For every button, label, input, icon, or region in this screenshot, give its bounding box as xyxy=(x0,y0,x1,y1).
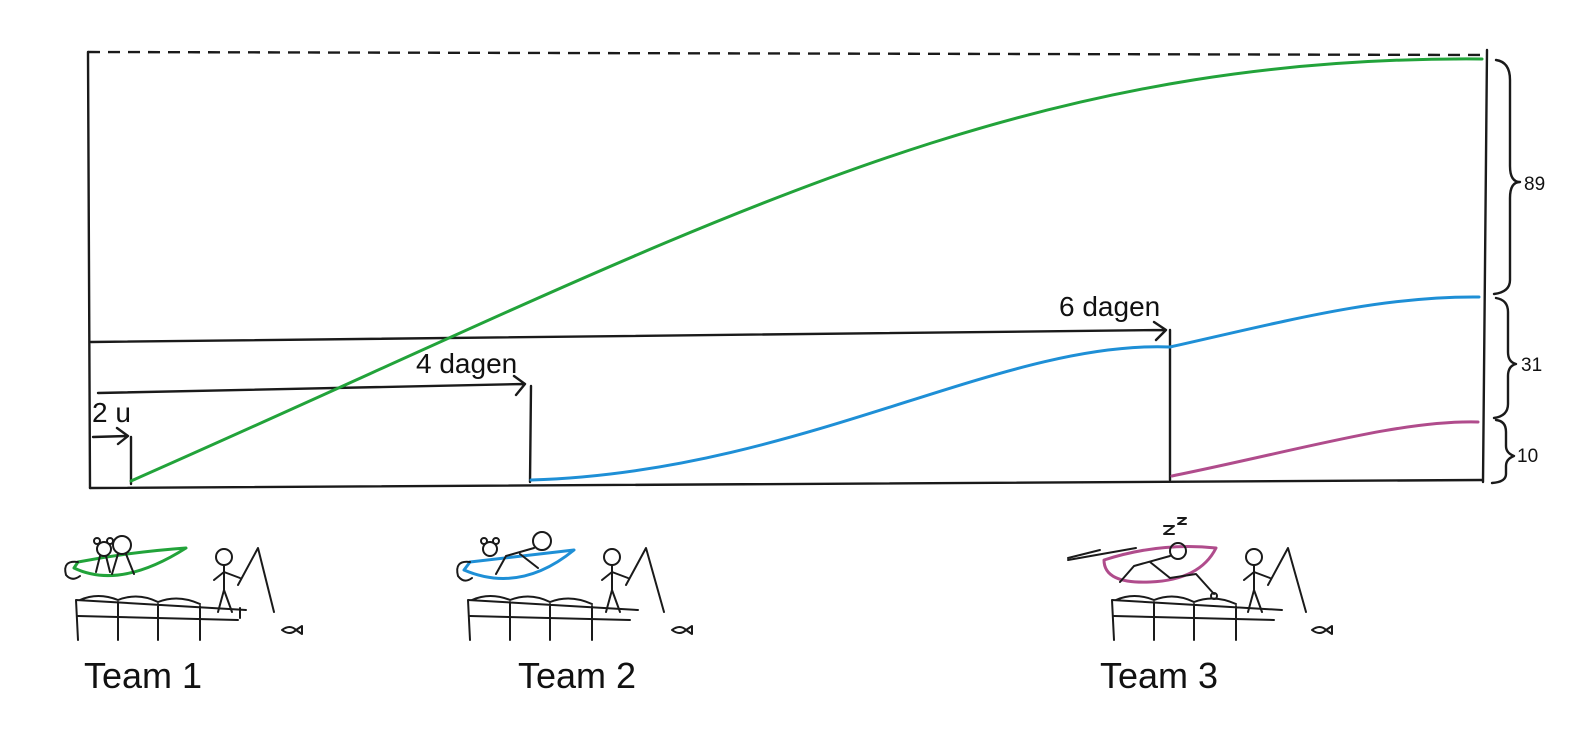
brace-bottom xyxy=(1490,418,1516,485)
brace-top xyxy=(1492,58,1522,296)
team-1-boat-icon xyxy=(64,535,303,641)
team-2-boat-icon xyxy=(456,531,693,641)
start-marker-team-2 xyxy=(528,384,533,484)
delay-label-team-2: 4 dagen xyxy=(416,348,517,379)
delay-arrow-6-days xyxy=(89,320,1168,344)
brace-label-bottom: 10 xyxy=(1517,446,1538,467)
team-3-label: Team 3 xyxy=(1100,655,1218,696)
team-3-boat-icon xyxy=(1067,517,1333,641)
brace-label-middle: 31 xyxy=(1521,355,1542,376)
baseline-axis xyxy=(88,478,1484,490)
delay-label-team-3: 6 dagen xyxy=(1059,291,1160,322)
brace-label-top: 89 xyxy=(1524,174,1545,195)
delay-label-team-1: 2 u xyxy=(92,397,131,428)
team-1-label: Team 1 xyxy=(84,655,202,696)
delay-arrow-2-hours xyxy=(91,426,130,446)
right-axis-line xyxy=(1481,48,1489,484)
team-1-curve xyxy=(129,57,1484,483)
brace-middle xyxy=(1492,296,1518,420)
left-axis-line xyxy=(86,50,92,490)
team-3-curve xyxy=(1170,420,1480,478)
team-2-label: Team 2 xyxy=(518,655,636,696)
top-limit-dashed-line xyxy=(87,50,1489,57)
delay-arrow-4-days xyxy=(96,374,527,397)
team-2-curve xyxy=(529,295,1481,482)
